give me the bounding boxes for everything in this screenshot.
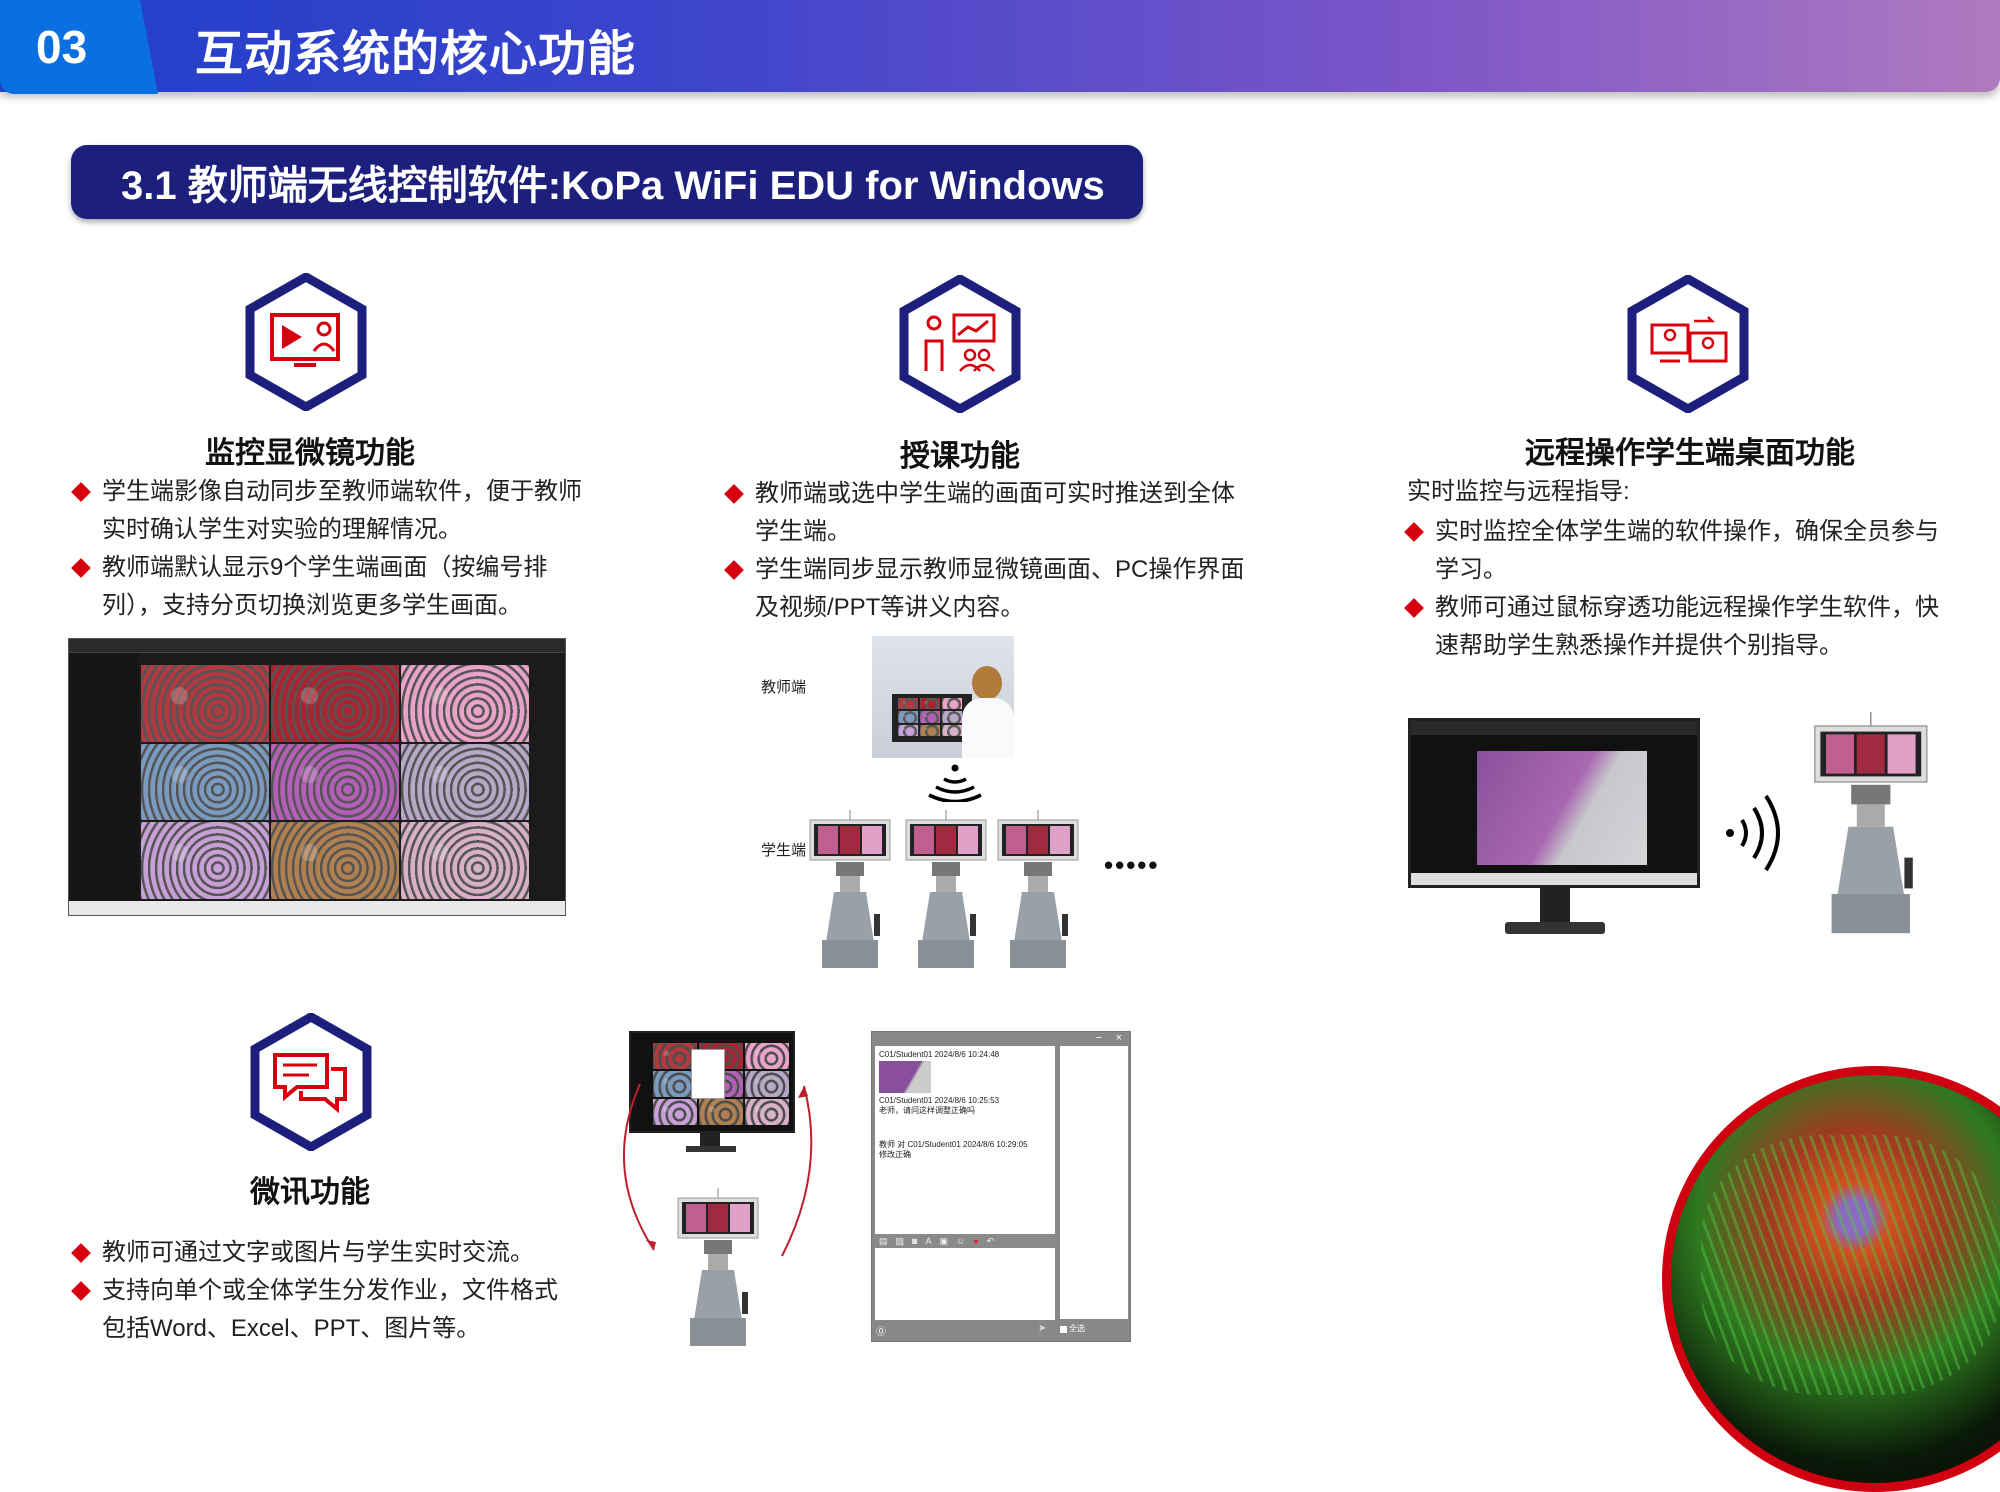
bullet: 学生端同步显示教师显微镜画面、PC操作界面及视频/PPT等讲义内容。 bbox=[725, 551, 1245, 627]
student-microscope bbox=[1812, 712, 1930, 941]
tissue-thumbnail[interactable] bbox=[920, 724, 940, 736]
feature-bullets: 教师可通过文字或图片与学生实时交流。 支持向单个或全体学生分发作业，文件格式包括… bbox=[72, 1234, 572, 1348]
delete-icon[interactable]: ● bbox=[973, 1236, 979, 1246]
tissue-thumbnail[interactable] bbox=[401, 743, 529, 821]
close-button[interactable]: × bbox=[1115, 1032, 1122, 1044]
undo-icon[interactable]: ↶ bbox=[986, 1236, 995, 1246]
sync-arrows-icon bbox=[612, 1080, 822, 1265]
font-icon[interactable]: A bbox=[925, 1236, 932, 1246]
chat-window: − × C01/Student01 2024/8/6 10:24:48 C01/… bbox=[871, 1031, 1131, 1342]
student-microscope bbox=[676, 1188, 760, 1353]
tissue-thumbnail[interactable] bbox=[271, 743, 399, 821]
tissue-thumbnail[interactable] bbox=[942, 698, 962, 710]
message-history: C01/Student01 2024/8/6 10:24:48 C01/Stud… bbox=[875, 1046, 1055, 1234]
send-icon[interactable]: ➤ bbox=[1038, 1323, 1047, 1334]
feature-title: 远程操作学生端桌面功能 bbox=[1525, 437, 1855, 470]
bullet: 教师端或选中学生端的画面可实时推送到全体学生端。 bbox=[725, 475, 1245, 551]
teacher-software-screenshot bbox=[68, 638, 566, 916]
feature-bullets: 教师端或选中学生端的画面可实时推送到全体学生端。 学生端同步显示教师显微镜画面、… bbox=[725, 475, 1245, 627]
section-number: 03 bbox=[0, 0, 158, 94]
student-microscope bbox=[904, 810, 988, 975]
file-icon[interactable]: ▣ bbox=[939, 1236, 948, 1246]
page-title: 互动系统的核心功能 bbox=[195, 28, 637, 81]
feature-title: 微讯功能 bbox=[250, 1176, 370, 1209]
student-microscope bbox=[808, 810, 892, 975]
student-label: 学生端 bbox=[761, 842, 807, 859]
wireless-signal-icon bbox=[926, 764, 984, 807]
message-header: 教师 对 C01/Student01 2024/8/6 10:29:05 bbox=[879, 1140, 1028, 1149]
bullet: 教师可通过鼠标穿透功能远程操作学生软件，快速帮助学生熟悉操作并提供个别指导。 bbox=[1405, 589, 1945, 665]
section-subtitle: 3.1 教师端无线控制软件:KoPa WiFi EDU for Windows bbox=[71, 145, 1143, 219]
header-bar bbox=[0, 0, 2000, 92]
tissue-thumbnail[interactable] bbox=[745, 1099, 789, 1125]
image-icon[interactable]: ▨ bbox=[895, 1236, 905, 1246]
message-header: C01/Student01 2024/8/6 10:25:53 bbox=[879, 1096, 1000, 1105]
message-header: C01/Student01 2024/8/6 10:24:48 bbox=[879, 1050, 1000, 1059]
tissue-thumbnail[interactable] bbox=[920, 711, 940, 723]
tissue-thumbnail[interactable] bbox=[653, 1071, 697, 1097]
chat-toolbar: ▤ ▨ ◙ A ▣ ☺ ● ↶ bbox=[875, 1234, 1055, 1248]
select-all-checkbox[interactable]: 全选 bbox=[1060, 1324, 1085, 1334]
chat-bubbles-icon bbox=[249, 1011, 373, 1153]
tissue-thumbnail[interactable] bbox=[653, 1099, 697, 1125]
tissue-thumbnail[interactable] bbox=[898, 724, 918, 736]
emoji-icon[interactable]: ☺ bbox=[956, 1236, 966, 1246]
tissue-thumbnail[interactable] bbox=[141, 665, 269, 742]
teacher-classroom-illustration bbox=[872, 636, 1014, 758]
recipient-list bbox=[1060, 1046, 1128, 1319]
tissue-thumbnail[interactable] bbox=[401, 665, 529, 742]
remote-desktop-icon bbox=[1626, 273, 1750, 415]
bullet: 学生端影像自动同步至教师端软件，便于教师实时确认学生对实验的理解情况。 bbox=[72, 473, 592, 549]
tissue-thumbnail[interactable] bbox=[942, 711, 962, 723]
tissue-thumbnail[interactable] bbox=[898, 711, 918, 723]
microphone-icon[interactable]: ⓪ bbox=[876, 1327, 886, 1338]
tissue-thumbnail[interactable] bbox=[699, 1099, 743, 1125]
tissue-thumbnail[interactable] bbox=[141, 743, 269, 821]
fluorescent-cell-image bbox=[1662, 1066, 2000, 1492]
feature-bullets: 实时监控全体学生端的软件操作，确保全员参与学习。 教师可通过鼠标穿透功能远程操作… bbox=[1405, 513, 1945, 665]
tissue-thumbnail[interactable] bbox=[653, 1043, 697, 1069]
remote-monitor bbox=[1408, 718, 1700, 888]
feature-title: 授课功能 bbox=[900, 440, 1020, 473]
wireless-signal-icon bbox=[1722, 790, 1782, 881]
bullet: 教师可通过文字或图片与学生实时交流。 bbox=[72, 1234, 572, 1272]
teacher-monitor bbox=[629, 1031, 795, 1133]
tissue-thumbnail[interactable] bbox=[271, 665, 399, 742]
teacher-label: 教师端 bbox=[761, 679, 807, 696]
minimize-button[interactable]: − bbox=[1095, 1032, 1102, 1044]
more-students-ellipsis: ••••• bbox=[1104, 850, 1160, 880]
tissue-thumbnail[interactable] bbox=[271, 822, 399, 899]
monitor-play-user-icon bbox=[244, 271, 368, 413]
message-input[interactable] bbox=[875, 1248, 1055, 1320]
camera-icon[interactable]: ◙ bbox=[912, 1236, 918, 1246]
tissue-thumbnail[interactable] bbox=[401, 822, 529, 899]
tissue-thumbnail[interactable] bbox=[141, 822, 269, 899]
tissue-thumbnail[interactable] bbox=[745, 1071, 789, 1097]
bullet: 实时监控全体学生端的软件操作，确保全员参与学习。 bbox=[1405, 513, 1945, 589]
bullet: 支持向单个或全体学生分发作业，文件格式包括Word、Excel、PPT、图片等。 bbox=[72, 1272, 572, 1348]
bullet: 教师端默认显示9个学生端画面（按编号排列），支持分页切换浏览更多学生画面。 bbox=[72, 549, 592, 625]
tissue-thumbnail[interactable] bbox=[745, 1043, 789, 1069]
message-image[interactable] bbox=[879, 1061, 931, 1093]
feature-intro: 实时监控与远程指导: bbox=[1407, 478, 1630, 505]
feature-bullets: 学生端影像自动同步至教师端软件，便于教师实时确认学生对实验的理解情况。 教师端默… bbox=[72, 473, 592, 625]
student-microscope bbox=[996, 810, 1080, 975]
tissue-thumbnail[interactable] bbox=[942, 724, 962, 736]
message-body: 老师，请问这样调整正确吗 bbox=[879, 1106, 975, 1115]
tissue-thumbnail[interactable] bbox=[898, 698, 918, 710]
message-body: 修改正确 bbox=[879, 1150, 911, 1159]
teacher-presentation-icon bbox=[898, 273, 1022, 415]
edit-icon[interactable]: ▤ bbox=[879, 1236, 888, 1246]
feature-title: 监控显微镜功能 bbox=[205, 437, 415, 470]
tissue-thumbnail[interactable] bbox=[920, 698, 940, 710]
